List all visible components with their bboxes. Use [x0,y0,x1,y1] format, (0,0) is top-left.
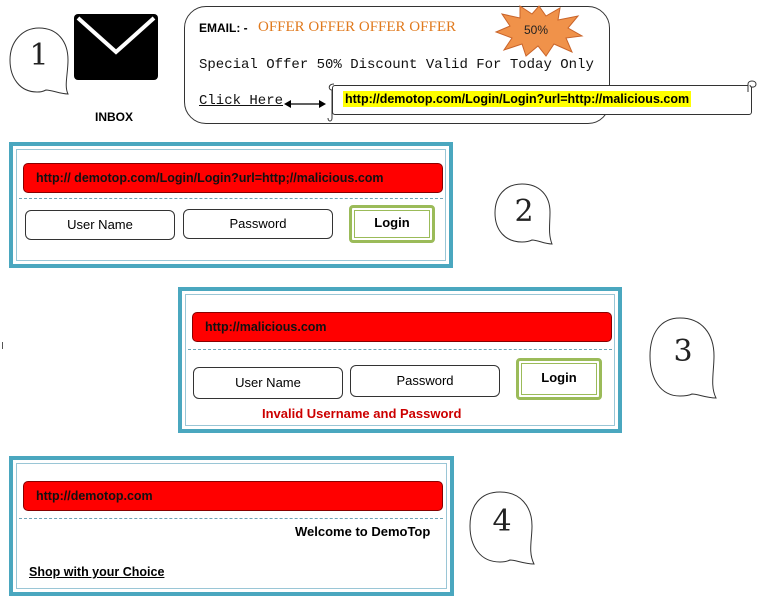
login-button-label: Login [354,210,430,238]
envelope-icon [74,14,158,80]
step-2-bubble: 2 [492,180,556,250]
login-panel-malicious: http://malicious.com User Name Password … [178,287,622,433]
welcome-message: Welcome to DemoTop [295,524,431,539]
step-bubble-shape [494,183,553,245]
login-panel-phishing-link: http:// demotop.com/Login/Login?url=http… [9,142,453,268]
double-arrow-icon [284,97,326,109]
step-1-bubble: 1 [6,24,72,98]
step-number: 1 [29,38,49,73]
step-bubble-shape [469,491,535,565]
username-field[interactable]: User Name [193,367,343,399]
step-4-bubble: 4 [466,488,538,568]
divider [188,349,612,350]
step-3-bubble: 3 [646,314,720,402]
login-button[interactable]: Login [349,205,435,243]
step-number: 4 [492,504,512,539]
panel-frame [16,463,447,589]
panel-frame [16,149,446,261]
password-field[interactable]: Password [350,365,500,397]
password-field[interactable]: Password [183,209,333,239]
discount-badge: 50% [524,23,549,37]
email-body-text: Special Offer 50% Discount Valid For Tod… [199,57,594,73]
url-preview-text: http://demotop.com/Login/Login?url=http:… [343,91,692,107]
inbox-label: INBOX [95,110,134,124]
url-preview-banner: http://demotop.com/Login/Login?url=http:… [332,85,752,115]
offer-headline: OFFER OFFER OFFER OFFER [258,19,456,35]
discount-starburst-icon [494,4,584,58]
login-button-label: Login [521,363,597,395]
step-bubble-shape [649,317,717,399]
divider [19,198,443,199]
panel-frame [185,294,615,426]
error-message: Invalid Username and Password [262,406,462,421]
address-bar[interactable]: http://demotop.com [23,481,443,511]
home-panel: http://demotop.com Welcome to DemoTop Sh… [9,456,454,596]
step-number: 2 [514,194,534,229]
login-button[interactable]: Login [516,358,602,400]
divider [19,518,443,519]
username-field[interactable]: User Name [25,210,175,240]
shop-link[interactable]: Shop with your Choice [29,565,165,579]
address-bar[interactable]: http://malicious.com [192,312,612,342]
step-bubble-shape [9,27,69,95]
email-label: EMAIL: - [199,21,248,35]
click-here-link[interactable]: Click Here [199,93,284,109]
stray-mark [2,342,3,349]
address-bar[interactable]: http:// demotop.com/Login/Login?url=http… [23,163,443,193]
scroll-curl-right-icon [746,80,758,94]
step-number: 3 [673,334,693,369]
